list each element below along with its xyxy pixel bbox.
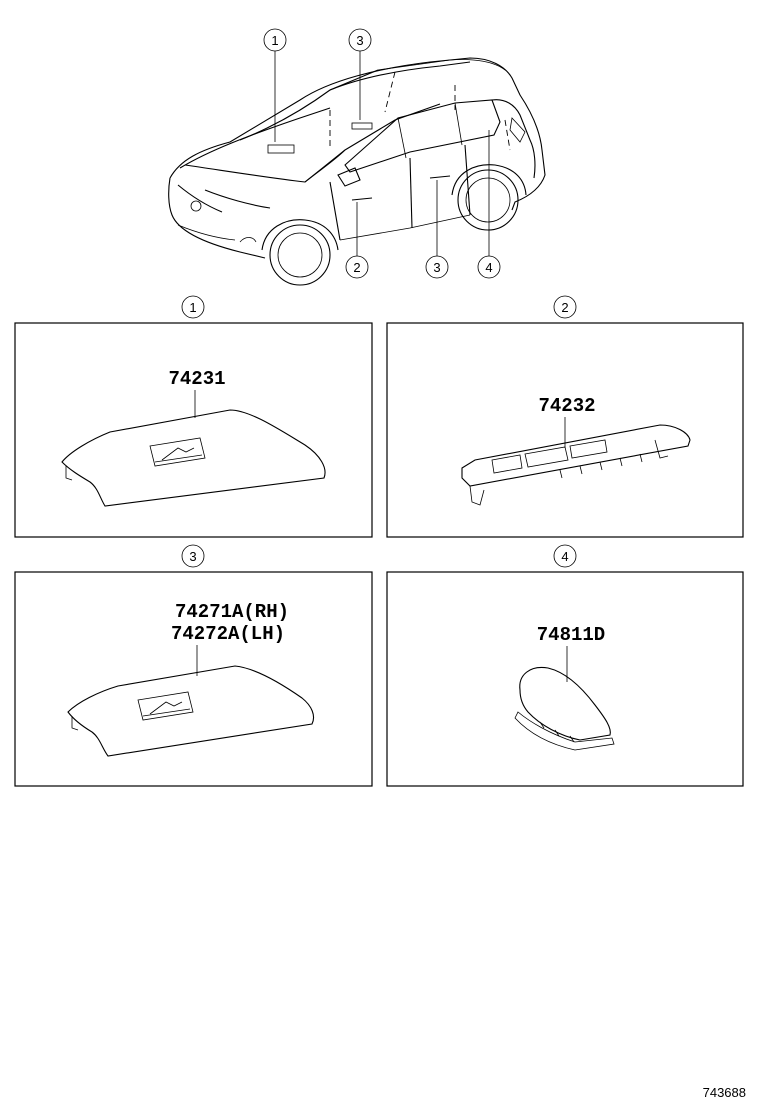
part-number-74232: 74232 xyxy=(538,395,595,417)
part-number-74272A-LH: 74272A(LH) xyxy=(171,623,285,645)
svg-text:3: 3 xyxy=(433,260,440,275)
car-callout-2: 2 xyxy=(345,202,369,279)
panel-1-circle: 1 xyxy=(181,295,205,319)
part-number-74231: 74231 xyxy=(168,368,225,390)
svg-text:1: 1 xyxy=(271,33,278,48)
svg-text:3: 3 xyxy=(189,549,196,564)
panel-4 xyxy=(386,571,744,787)
svg-text:1: 1 xyxy=(189,300,196,315)
part-number-74811D: 74811D xyxy=(537,624,605,646)
vehicle-illustration xyxy=(168,57,546,286)
svg-text:2: 2 xyxy=(353,260,360,275)
panel-3 xyxy=(14,571,373,787)
panel-2-circle: 2 xyxy=(553,295,577,319)
svg-text:3: 3 xyxy=(356,33,363,48)
diagram-reference-code: 743688 xyxy=(703,1085,746,1100)
svg-text:4: 4 xyxy=(485,260,492,275)
car-callout-3-top: 3 xyxy=(348,28,372,120)
part-74231-drawing xyxy=(61,409,326,507)
car-callout-3-bottom: 3 xyxy=(425,180,449,279)
panel-4-circle: 4 xyxy=(553,544,577,568)
car-callout-4: 4 xyxy=(477,130,501,279)
part-74271A-drawing xyxy=(67,665,315,757)
svg-text:2: 2 xyxy=(561,300,568,315)
part-74232-drawing xyxy=(461,424,691,506)
panel-3-circle: 3 xyxy=(181,544,205,568)
part-74811D-drawing xyxy=(514,666,615,751)
panel-1 xyxy=(14,322,373,538)
svg-text:4: 4 xyxy=(561,549,568,564)
part-number-74271A-RH: 74271A(RH) xyxy=(175,601,289,623)
car-callout-1: 1 xyxy=(263,28,287,142)
